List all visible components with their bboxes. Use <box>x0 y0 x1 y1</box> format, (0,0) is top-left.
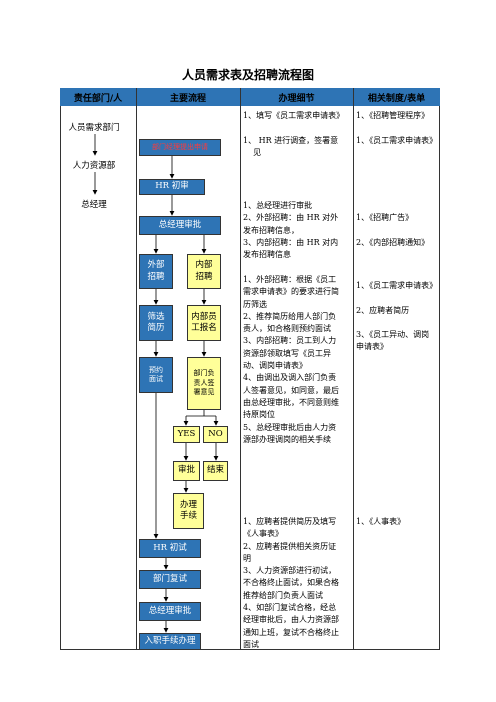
screen-resumes-box: 筛选 简历 <box>139 305 173 341</box>
header-flow: 主要流程 <box>136 88 240 106</box>
end-box: 结束 <box>203 461 228 481</box>
header-dept: 责任部门/人 <box>60 88 136 106</box>
forms-block-1: 1、《招聘管理程序》 1、《员工需求申请表》 <box>356 111 438 145</box>
column-divider <box>353 88 354 650</box>
dept-hr: 人力资源部 <box>72 161 116 171</box>
dept-gm: 总经理 <box>81 200 107 210</box>
dept-second-interview-box: 部门复试 <box>139 570 201 589</box>
forms-block-3: 1、《员工需求申请表》 2、应聘者简历 3、《员工异动、调岗 申请表》 <box>356 281 438 352</box>
approve-box: 审批 <box>173 461 200 481</box>
dept-head-sign-box: 部门负 责人签 署意见 <box>187 357 221 410</box>
details-block-4: 1、应聘者提供简历及填写 《人事表》 2、应聘者提供相关资历证 明 3、人力资源… <box>243 517 339 649</box>
page-title: 人员需求表及招聘流程图 <box>181 68 314 82</box>
details-block-2: 1、总经理进行审批 2、外部招聘：由 HR 对外 发布招聘信息， 3、内部招聘：… <box>243 201 339 260</box>
yes-box: YES <box>173 426 200 443</box>
header-forms: 相关制度/表单 <box>353 88 440 106</box>
schedule-interview-box: 预约 面试 <box>139 357 173 393</box>
forms-block-2: 1、《招聘广告》 2、《内部招聘通知》 <box>356 213 430 247</box>
internal-recruit-box: 内部 招聘 <box>187 254 221 289</box>
column-divider <box>136 88 137 650</box>
onboarding-box: 入职手续办理 <box>139 633 201 650</box>
internal-signup-box: 内部员 工报名 <box>187 305 221 341</box>
submit-request-box: 部门经理提出申请 <box>139 139 221 156</box>
hr-first-interview-box: HR 初试 <box>139 539 201 558</box>
external-recruit-box: 外部 招聘 <box>139 254 173 289</box>
no-box: NO <box>203 426 228 443</box>
column-divider <box>240 88 241 650</box>
header-details: 办理细节 <box>240 88 353 106</box>
details-block-1: 1、填写《员工需求申请表》 1、 HR 进行调查，签署意 见 <box>243 111 345 157</box>
gm-final-approval-box: 总经理审批 <box>139 602 201 621</box>
dept-requester: 人员需求部门 <box>68 123 120 133</box>
process-procedure-box: 办理 手续 <box>173 493 204 529</box>
hr-initial-review-box: HR 初审 <box>139 179 205 195</box>
forms-block-4: 1、《人事表》 <box>356 517 406 526</box>
details-block-3: 1、外部招聘：根据《员工 需求申请表》的要求进行简 历筛选 2、推荐简历给用人部… <box>243 275 339 444</box>
gm-approval-box: 总经理审批 <box>139 216 221 235</box>
